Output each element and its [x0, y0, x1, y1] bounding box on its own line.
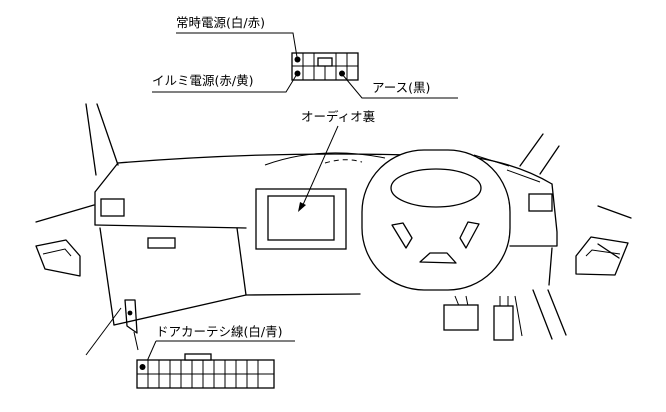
leader-illumination-power [152, 73, 298, 93]
label-illumination-power: イルミ電源(赤/黄) [152, 73, 253, 88]
door-line-left [35, 204, 95, 223]
pin-door-courtesy [139, 364, 146, 370]
left-vent [100, 198, 125, 217]
leader-ground [341, 73, 458, 99]
pin-constant-power [294, 56, 301, 63]
right-door-edge [597, 243, 620, 259]
leader-constant-power [176, 32, 298, 58]
steering-wheel [361, 149, 511, 291]
door-line-right [597, 205, 632, 219]
under-dash-parts [443, 295, 523, 341]
right-door-handle [575, 236, 629, 276]
label-ground: アース(黒) [372, 80, 430, 95]
a-pillar-left [85, 103, 119, 176]
pin-ground [339, 70, 345, 77]
pin-illumination-power [294, 70, 301, 77]
a-pillar-right [519, 133, 560, 175]
label-audio-back: オーディオ裏 [301, 109, 376, 124]
label-door-courtesy: ドアカーテシ線(白/青) [156, 324, 282, 339]
center-console [255, 125, 347, 250]
glovebox-handle [147, 237, 176, 249]
door-courtesy-connector [136, 353, 275, 389]
audio-harness-connector [291, 52, 359, 81]
label-constant-power: 常時電源(白/赤) [176, 15, 265, 30]
door-courtesy-switch [85, 299, 139, 356]
left-door-handle [35, 239, 81, 277]
right-vent [528, 193, 553, 212]
